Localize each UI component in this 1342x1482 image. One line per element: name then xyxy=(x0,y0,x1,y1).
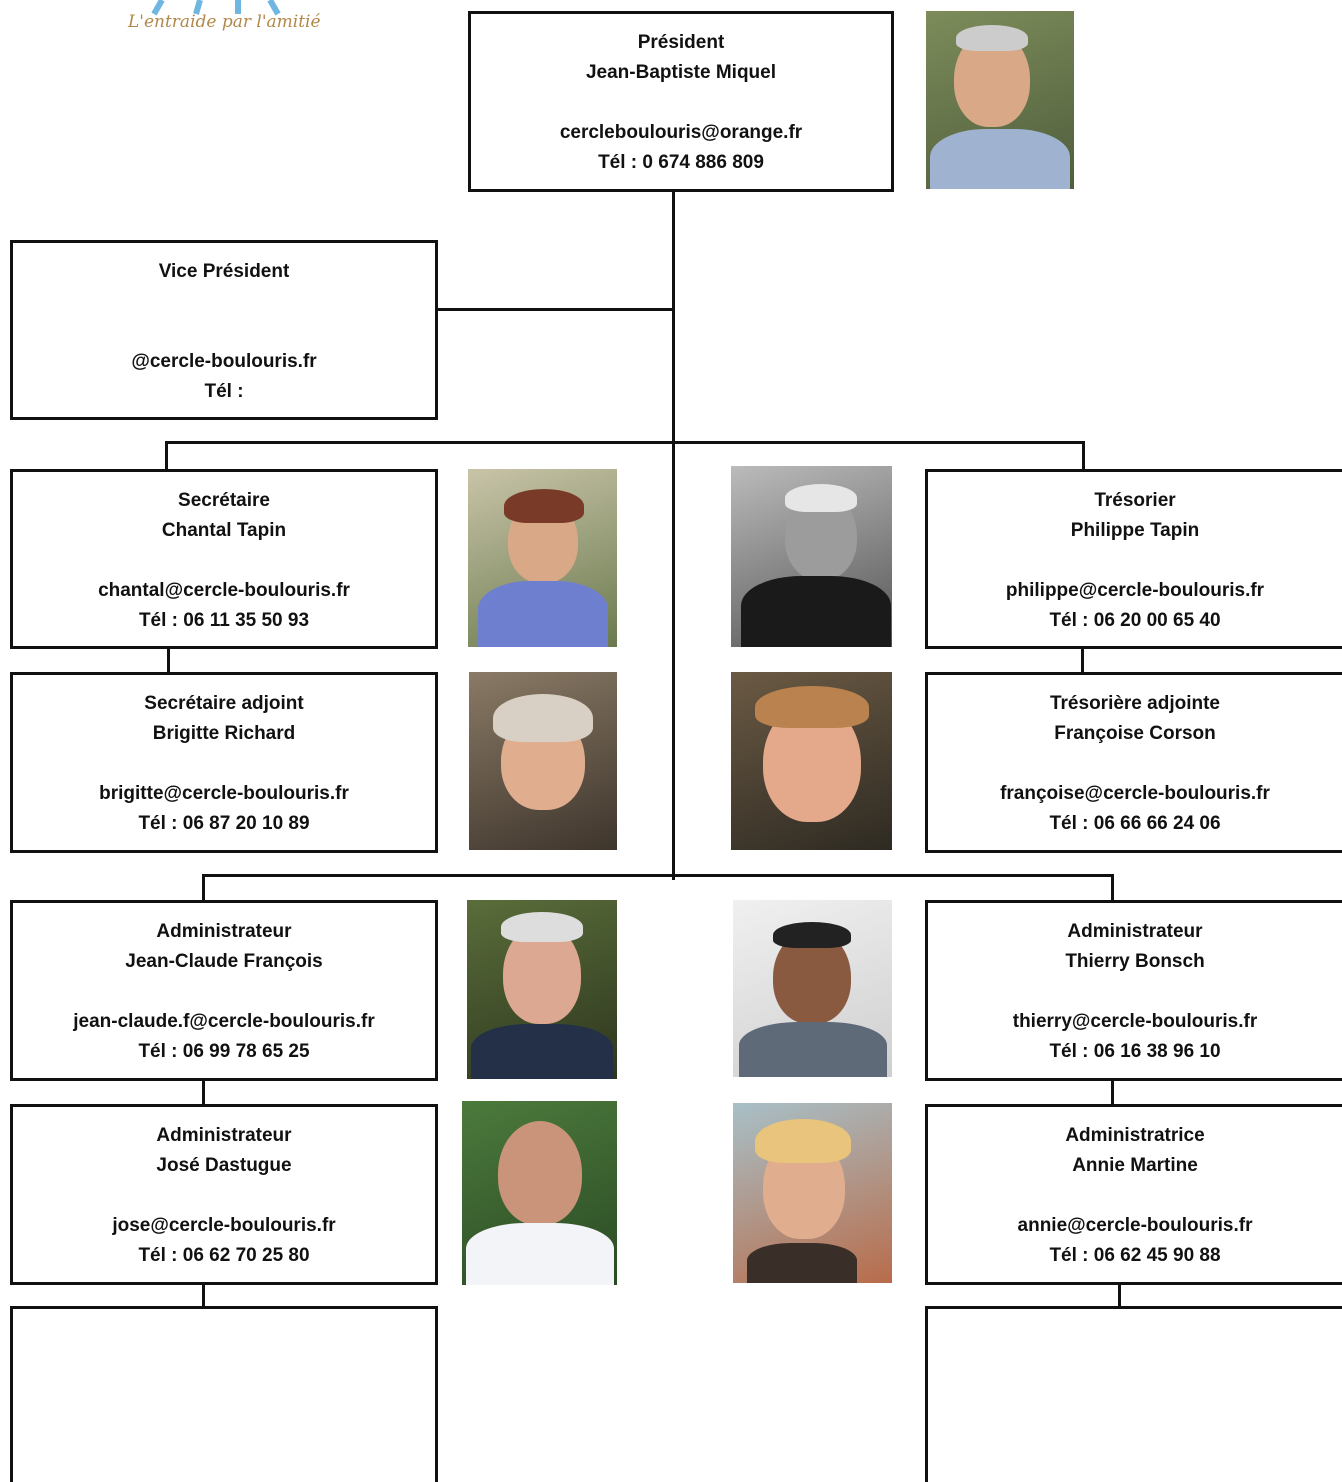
phone-text: Tél : 06 62 45 90 88 xyxy=(1049,1245,1221,1266)
connector-line xyxy=(1118,1282,1121,1308)
deputy-treasurer-box: Trésorière adjointe Françoise Corson fra… xyxy=(925,672,1342,853)
president-photo xyxy=(926,11,1074,189)
member-name: Thierry Bonsch xyxy=(1065,951,1205,972)
deputy-treasurer-photo xyxy=(731,672,892,850)
secretary-box: Secrétaire Chantal Tapin chantal@cercle-… xyxy=(10,469,438,649)
connector-line xyxy=(202,874,205,902)
connector-line xyxy=(202,1282,205,1308)
administrator-box: Administrateur Thierry Bonsch thierry@ce… xyxy=(925,900,1342,1081)
connector-line xyxy=(202,874,1114,877)
administrator-box: Administrateur Jean-Claude François jean… xyxy=(10,900,438,1081)
connector-line xyxy=(165,441,1085,444)
empty-member-box xyxy=(925,1306,1342,1482)
connector-line xyxy=(1111,874,1114,902)
deputy-secretary-box: Secrétaire adjoint Brigitte Richard brig… xyxy=(10,672,438,853)
role-label: Administrateur xyxy=(156,921,292,942)
member-name: Philippe Tapin xyxy=(1070,520,1200,541)
member-name: Chantal Tapin xyxy=(161,520,287,541)
deputy-secretary-photo xyxy=(469,672,617,850)
role-label: Administrateur xyxy=(156,1125,292,1146)
email-text: thierry@cercle-boulouris.fr xyxy=(1012,1011,1258,1032)
logo-tagline: L'entraide par l'amitié xyxy=(128,12,321,32)
email-text: cercleboulouris@orange.fr xyxy=(559,122,803,143)
role-label: Président xyxy=(637,32,725,53)
administrator-photo xyxy=(467,900,617,1079)
administrator-photo xyxy=(733,900,892,1077)
role-label: Trésorier xyxy=(1094,490,1176,511)
connector-line xyxy=(436,308,674,311)
connector-line xyxy=(672,190,675,880)
treasurer-box: Trésorier Philippe Tapin philippe@cercle… xyxy=(925,469,1342,649)
connector-line xyxy=(1111,1078,1114,1106)
email-text: jose@cercle-boulouris.fr xyxy=(112,1215,336,1236)
member-name: Jean-Baptiste Miquel xyxy=(585,62,777,83)
email-text: chantal@cercle-boulouris.fr xyxy=(98,580,350,601)
role-label: Secrétaire adjoint xyxy=(144,693,304,714)
member-name: Annie Martine xyxy=(1072,1155,1198,1176)
secretary-photo xyxy=(468,469,617,647)
connector-line xyxy=(1082,441,1085,471)
role-label: Vice Président xyxy=(158,261,290,282)
member-name xyxy=(13,287,435,317)
administrator-photo xyxy=(733,1103,892,1283)
association-logo xyxy=(120,0,320,40)
member-name: Jean-Claude François xyxy=(125,951,323,972)
president-box: Président Jean-Baptiste Miquel cerclebou… xyxy=(468,11,894,192)
administrator-box: Administrateur José Dastugue jose@cercle… xyxy=(10,1104,438,1285)
phone-text: Tél : 06 11 35 50 93 xyxy=(138,610,310,631)
connector-line xyxy=(202,1078,205,1106)
phone-text: Tél : 06 20 00 65 40 xyxy=(1049,610,1221,631)
phone-text: Tél : 06 66 66 24 06 xyxy=(1049,813,1221,834)
empty-member-box xyxy=(10,1306,438,1482)
email-text: françoise@cercle-boulouris.fr xyxy=(1000,783,1270,804)
connector-line xyxy=(167,646,170,674)
role-label: Secrétaire xyxy=(178,490,270,511)
connector-line xyxy=(1081,646,1084,674)
administrator-photo xyxy=(462,1101,617,1285)
administrator-box: Administratrice Annie Martine annie@cerc… xyxy=(925,1104,1342,1285)
treasurer-photo xyxy=(731,466,892,647)
email-text: @cercle-boulouris.fr xyxy=(131,351,317,372)
connector-line xyxy=(165,441,168,471)
phone-text: Tél : xyxy=(204,381,244,402)
member-name: Françoise Corson xyxy=(1054,723,1216,744)
phone-text: Tél : 06 87 20 10 89 xyxy=(138,813,310,834)
phone-text: Tél : 06 99 78 65 25 xyxy=(138,1041,310,1062)
email-text: annie@cercle-boulouris.fr xyxy=(1017,1215,1253,1236)
role-label: Trésorière adjointe xyxy=(1049,693,1220,714)
phone-text: Tél : 06 16 38 96 10 xyxy=(1049,1041,1221,1062)
role-label: Administratrice xyxy=(1065,1125,1205,1146)
phone-text: Tél : 06 62 70 25 80 xyxy=(138,1245,310,1266)
member-name: José Dastugue xyxy=(156,1155,292,1176)
role-label: Administrateur xyxy=(1067,921,1203,942)
member-name: Brigitte Richard xyxy=(152,723,296,744)
vice-president-box: Vice Président @cercle-boulouris.fr Tél … xyxy=(10,240,438,420)
email-text: brigitte@cercle-boulouris.fr xyxy=(99,783,349,804)
email-text: philippe@cercle-boulouris.fr xyxy=(1005,580,1265,601)
email-text: jean-claude.f@cercle-boulouris.fr xyxy=(73,1011,375,1032)
phone-text: Tél : 0 674 886 809 xyxy=(598,152,764,173)
